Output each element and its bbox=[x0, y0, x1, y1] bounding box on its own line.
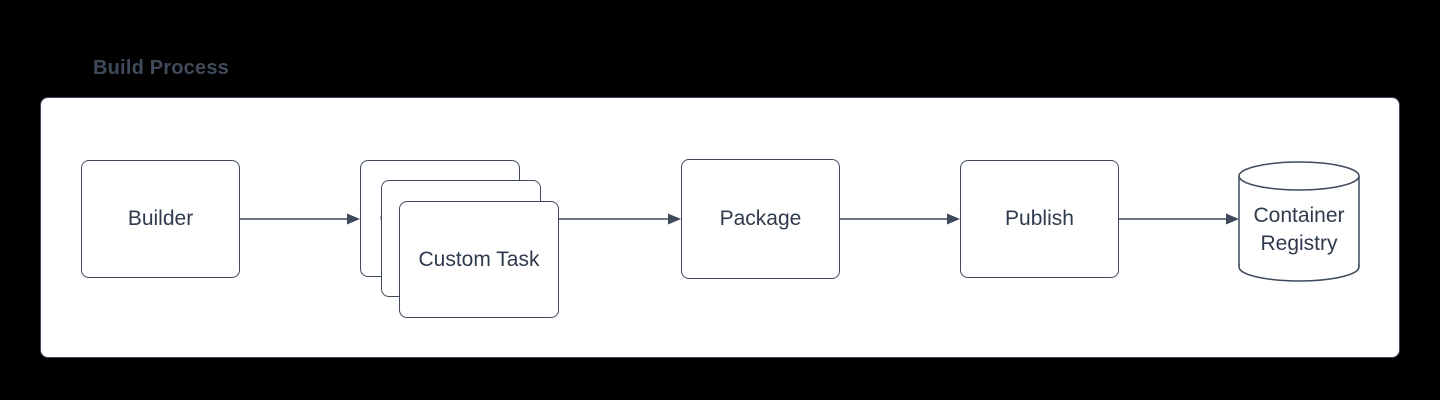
node-builder-label: Builder bbox=[127, 207, 194, 230]
node-custom-task-label: Custom Task bbox=[418, 247, 540, 271]
arrowhead-icon bbox=[947, 213, 960, 225]
node-package[interactable]: Package bbox=[681, 159, 840, 279]
arrowhead-icon bbox=[668, 213, 681, 225]
node-container-registry[interactable]: Container Registry bbox=[1238, 161, 1360, 282]
diagram-title: Build Process bbox=[93, 57, 229, 79]
node-builder[interactable]: Builder bbox=[81, 160, 240, 278]
arrowhead-icon bbox=[1226, 213, 1239, 225]
database-cylinder-icon bbox=[1238, 161, 1360, 282]
connector-package-to-publish bbox=[840, 213, 960, 225]
node-container-registry-label: Container Registry bbox=[1253, 204, 1345, 255]
arrowhead-icon bbox=[347, 213, 360, 225]
node-package-label: Package bbox=[719, 207, 802, 230]
node-publish[interactable]: Publish bbox=[960, 160, 1119, 278]
connector-builder-to-custom-task bbox=[240, 213, 360, 225]
connector-publish-to-container-registry bbox=[1119, 213, 1239, 225]
node-custom-task[interactable]: Custom Task bbox=[399, 201, 559, 318]
node-publish-label: Publish bbox=[1005, 207, 1074, 230]
